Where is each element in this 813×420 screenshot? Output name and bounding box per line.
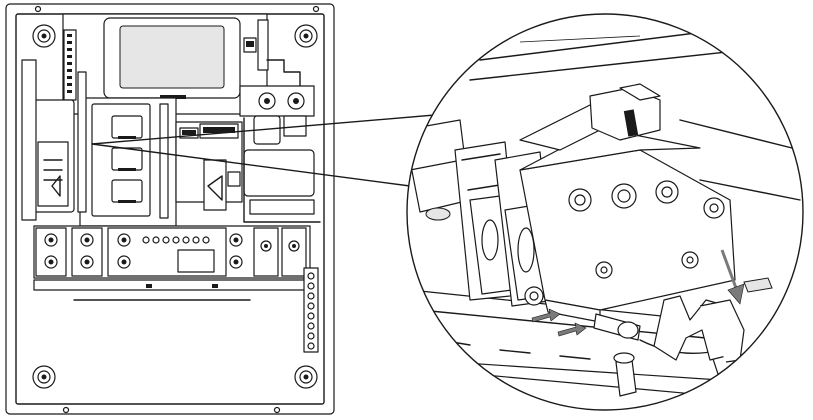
ground-terminal-column	[303, 267, 319, 353]
side-switch-lever	[51, 175, 61, 197]
breaker-unit-3	[111, 179, 143, 203]
relay-indicator	[227, 171, 241, 187]
arrow-icon	[531, 249, 745, 337]
right-terminal-strip	[257, 19, 269, 71]
side-switch-housing	[37, 141, 69, 207]
breaker-toggle-slot	[623, 109, 639, 137]
mounting-bolt-top-left	[32, 24, 56, 48]
detail-grommet	[425, 207, 451, 221]
breaker-unit-2	[111, 147, 143, 171]
din-rail-strip	[159, 103, 169, 219]
press-arrow-head	[727, 283, 745, 305]
cable-route	[266, 59, 301, 87]
ground-terminal-block	[239, 85, 315, 145]
label-plate	[249, 199, 315, 215]
detail-rail-right-2	[699, 179, 801, 201]
detail-rail-right-bottom	[719, 375, 801, 381]
breaker-unit-1	[111, 115, 143, 139]
small-terminal-screws	[142, 236, 210, 244]
screw-hole	[312, 5, 320, 13]
main-terminal-row	[33, 225, 311, 279]
breaker-column	[79, 97, 177, 227]
enclosure-overview	[5, 3, 335, 415]
screw-hole	[273, 406, 281, 414]
push-arrow-lower	[557, 322, 587, 337]
cable-rail	[33, 279, 311, 291]
terminal-block-4	[281, 227, 307, 277]
detail-terminal-screw	[613, 352, 637, 397]
left-conduit	[21, 59, 37, 221]
screw-hole	[34, 5, 42, 13]
detail-breaker-front	[519, 83, 736, 323]
screw-hole	[62, 406, 70, 414]
breaker-contacts	[118, 136, 136, 203]
detail-cable	[593, 313, 721, 354]
control-board	[62, 13, 301, 115]
terminal-cover	[177, 249, 215, 273]
relay-lever	[207, 175, 223, 201]
display-connector	[160, 95, 186, 99]
ground-strip	[303, 267, 319, 353]
leader-line-top	[91, 111, 471, 145]
mounting-bolt-top-right	[294, 24, 318, 48]
breaker-toggle-top	[619, 83, 661, 101]
mounting-bolt-bottom-left	[32, 365, 56, 389]
detail-rail-right	[679, 119, 801, 151]
side-switch-slots	[43, 159, 63, 181]
push-arrow-upper	[531, 308, 561, 323]
magnified-detail	[406, 13, 804, 411]
leader-line-bottom	[91, 143, 411, 187]
detail-housing-seam	[409, 159, 463, 171]
terminal-block-3	[253, 227, 279, 277]
detail-cable-holder	[653, 295, 745, 363]
press-arrow-shaft	[720, 249, 738, 289]
vertical-rail	[77, 71, 87, 213]
detail-edge	[519, 35, 641, 43]
detail-latch	[743, 277, 773, 293]
mounting-bolt-bottom-right	[294, 365, 318, 389]
magnifier-border	[406, 13, 804, 411]
left-terminal-pins	[67, 34, 72, 93]
display-screen	[119, 25, 225, 89]
side-housing	[243, 149, 315, 197]
internal-wall	[243, 117, 321, 223]
zoom-leader-lines	[91, 111, 471, 187]
board-connector-pins	[246, 41, 254, 47]
